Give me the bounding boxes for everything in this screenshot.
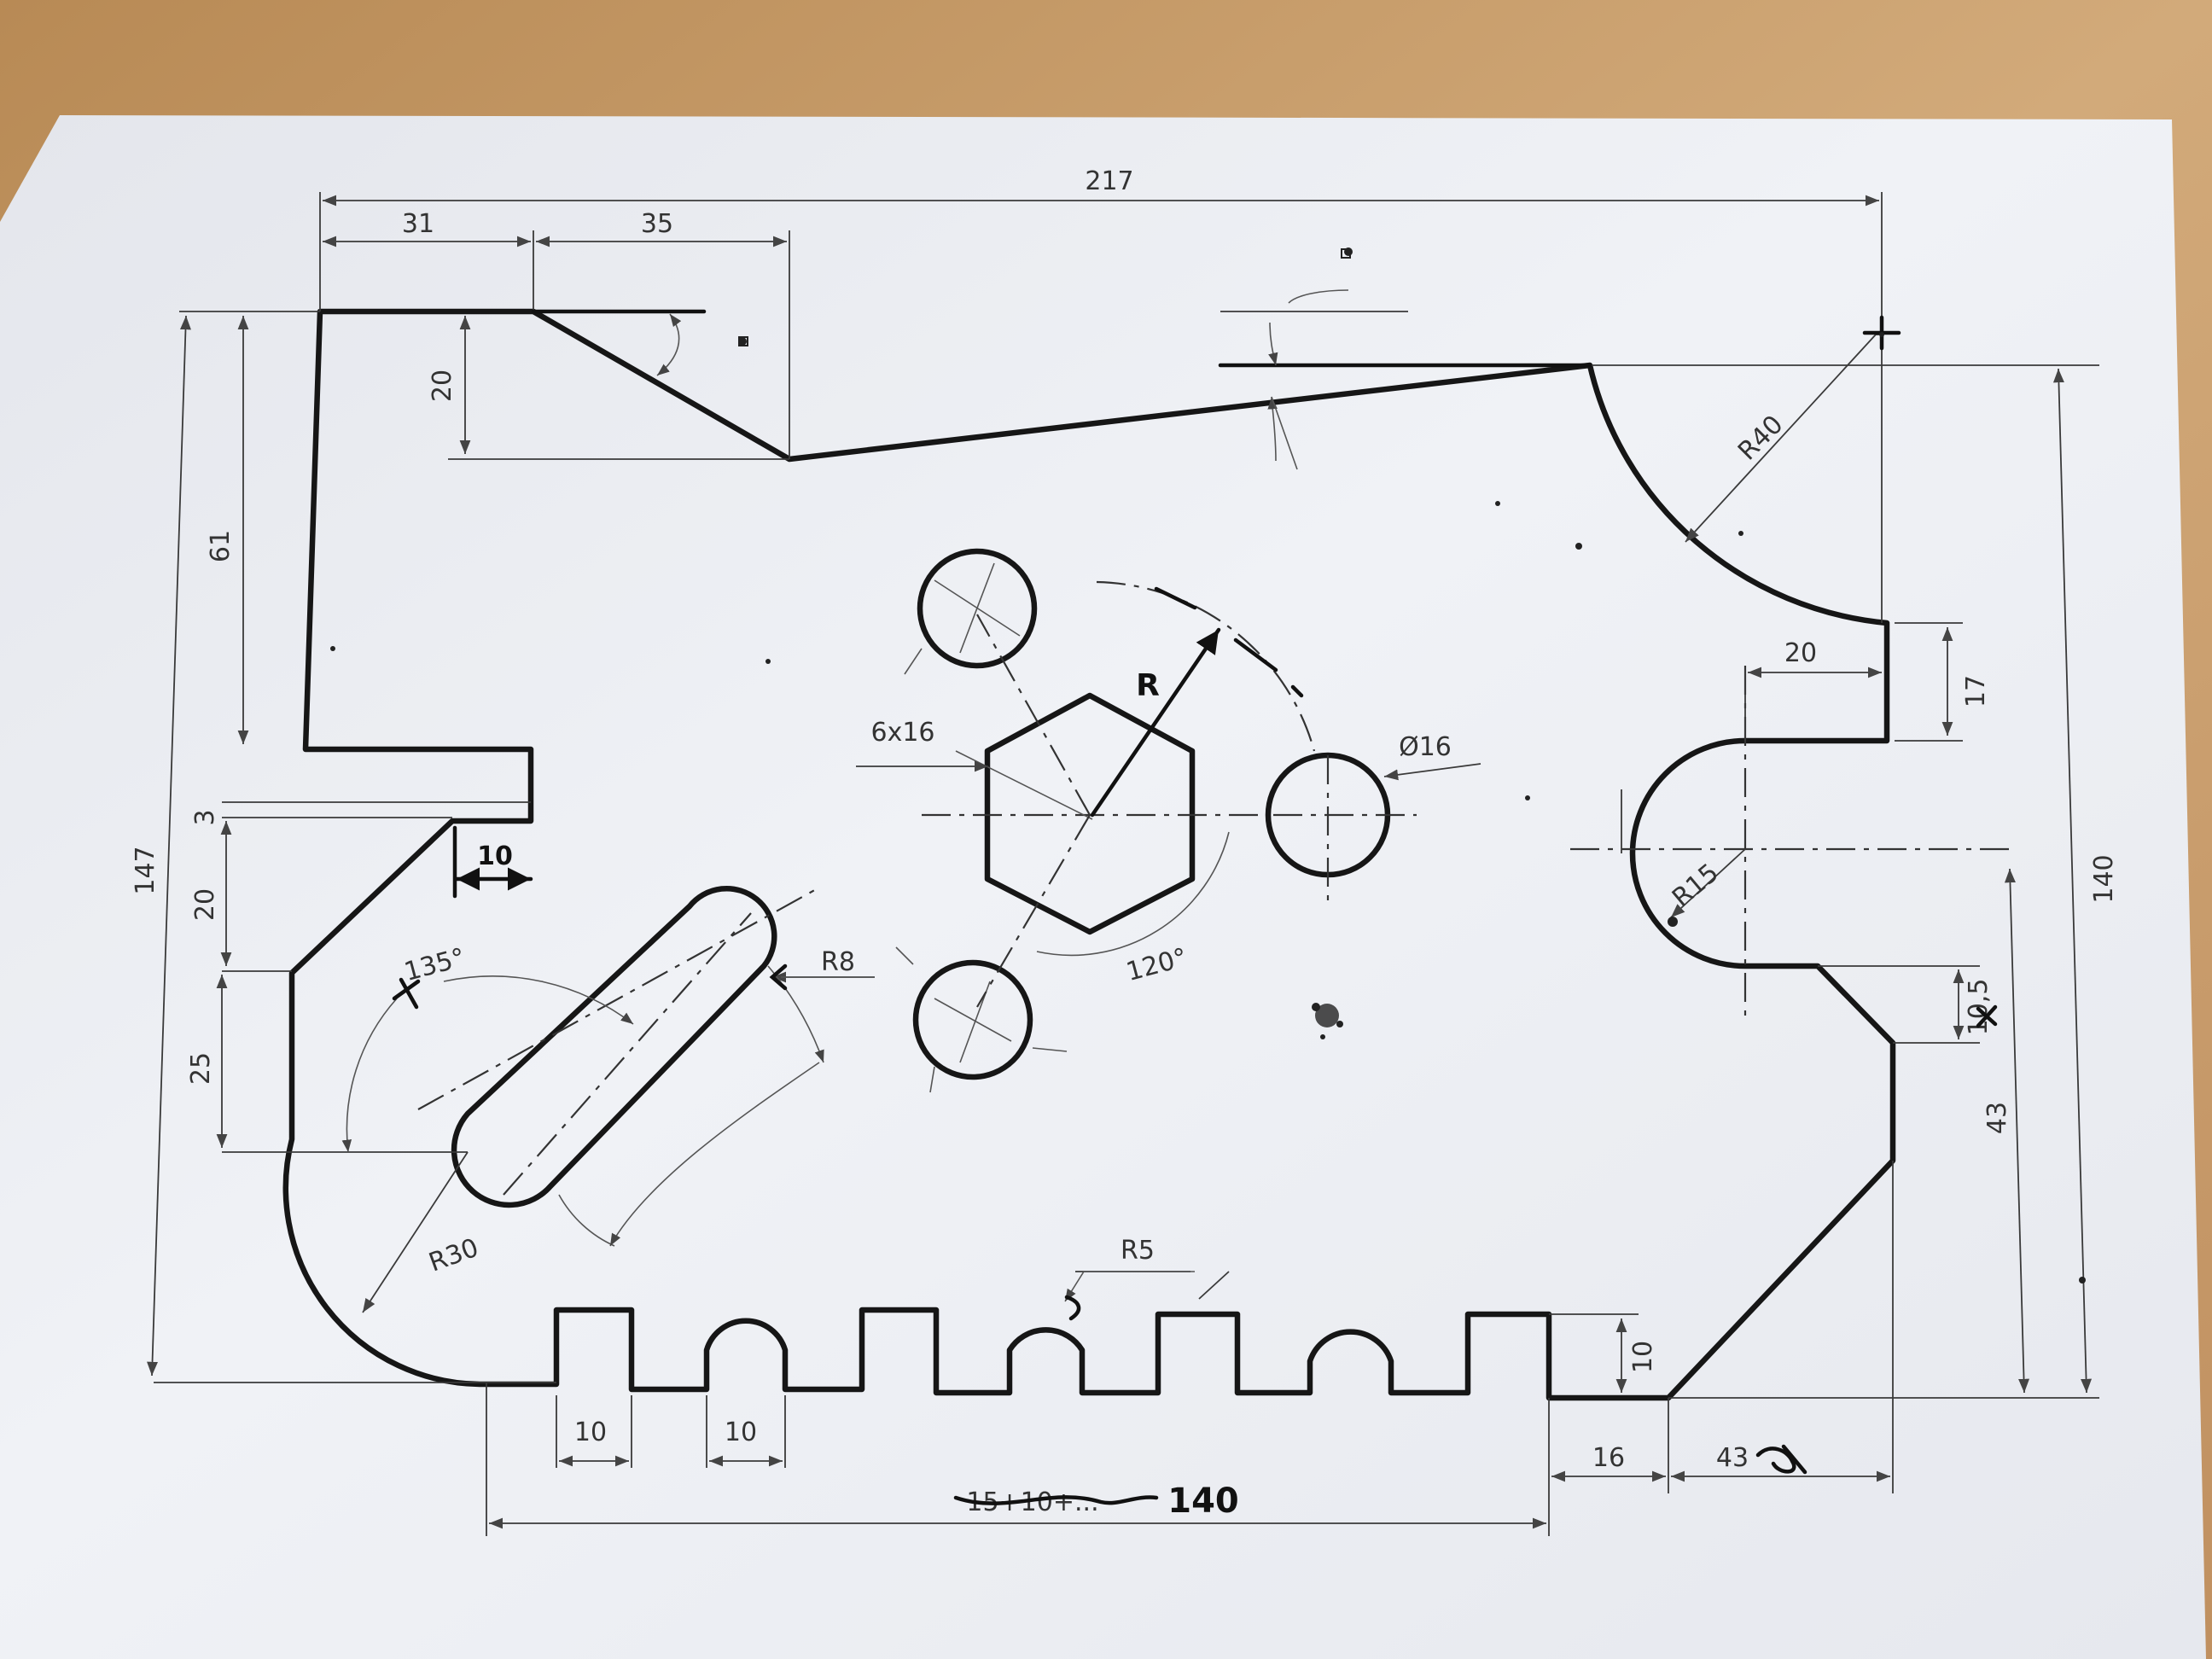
dim-height-25: 25 — [186, 1052, 216, 1085]
slot-outline — [451, 885, 777, 1208]
dim-height-20-top: 20 — [428, 370, 457, 402]
hexagon-diag-2 — [976, 814, 1091, 1008]
dim-width-31: 31 — [402, 209, 434, 239]
dim-height-20-left: 20 — [190, 888, 220, 921]
pitch-circle-arc — [1096, 580, 1316, 752]
top-angle-marks — [531, 289, 1901, 470]
dim-width-35: 35 — [641, 209, 673, 239]
dim-radius-r-hand: R — [1136, 668, 1160, 703]
dim-height-147: 147 — [131, 846, 160, 894]
dim-height-10-teeth: 10 — [1628, 1341, 1658, 1373]
dim-width-20-right: 20 — [1784, 638, 1817, 668]
dim-hexagon-label: 6x16 — [870, 718, 934, 748]
dim-tooth-width-2: 10 — [725, 1417, 757, 1447]
hole-top — [917, 548, 1038, 669]
dim-overall-width: 217 — [1085, 166, 1133, 196]
dim-bottom-140-hand: 140 — [1167, 1481, 1239, 1521]
small-square-mark-2 — [1341, 248, 1351, 259]
pitch-circle-dashes — [1154, 586, 1304, 698]
extension-lines — [154, 192, 2099, 1536]
scribble-10-5 — [1976, 1004, 1998, 1028]
angle-120-arc — [1036, 831, 1230, 957]
dim-width-43-bottom: 43 — [1716, 1443, 1749, 1473]
small-square-mark-1 — [738, 336, 748, 346]
dim-radius-r5: R5 — [1121, 1236, 1155, 1266]
hexagon-diag-3 — [976, 614, 1091, 816]
dim-width-16-bottom: 16 — [1592, 1443, 1625, 1473]
slot-centerline — [417, 887, 820, 1110]
dim-radius-r8: R8 — [821, 947, 855, 977]
r5-hand-mark — [1064, 1295, 1081, 1321]
dim-height-3: 3 — [190, 809, 220, 825]
dim-height-17: 17 — [1961, 675, 1991, 707]
hole-bottom — [912, 959, 1033, 1080]
dim-height-140: 140 — [2089, 854, 2119, 903]
scribble-135 — [392, 977, 421, 1010]
hexagon-hole — [984, 692, 1196, 935]
dim-notch-10: 10 — [477, 841, 513, 871]
paper-sheet — [0, 115, 2206, 1659]
crossed-out-scribble — [953, 1495, 1159, 1505]
slot-centerline-2 — [503, 912, 752, 1196]
hole-center-marks — [895, 562, 1417, 1093]
dim-hole-label: Ø16 — [1399, 732, 1452, 762]
dim-height-43: 43 — [1982, 1102, 2012, 1134]
hexagon-radius-arrow — [1090, 627, 1221, 818]
r8-hand-arrow — [769, 963, 788, 991]
dim-height-61: 61 — [206, 530, 236, 562]
scribble-43 — [1755, 1444, 1807, 1475]
dim-tooth-width-1: 10 — [574, 1417, 607, 1447]
